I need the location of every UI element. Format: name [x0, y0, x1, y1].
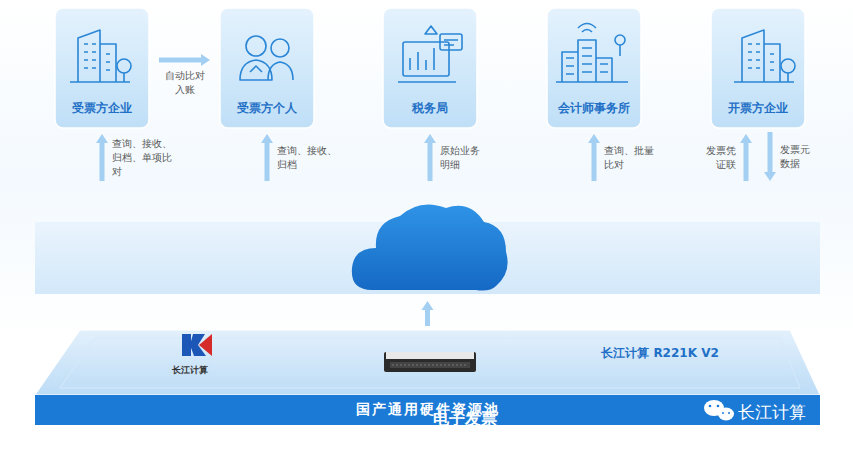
connector: [159, 58, 202, 63]
connector: [265, 142, 270, 181]
edge-label: 原始业务明细: [440, 144, 484, 172]
arrowhead: [96, 134, 108, 143]
entity-box: 开票方企业: [711, 8, 805, 128]
arrowhead: [424, 134, 436, 143]
arrowhead: [422, 301, 434, 310]
edge-label: 查询、批量比对: [604, 144, 658, 172]
connector: [100, 142, 105, 181]
edge-label: 自动比对 入账: [162, 69, 208, 97]
entity-box: 受票方企业: [55, 8, 149, 128]
wechat-icon: [704, 400, 734, 421]
connector: [744, 142, 749, 181]
logo-text: 长江计算: [160, 364, 220, 377]
node-text: 国产通用硬件资源池: [35, 401, 820, 419]
edge-label: 发票凭证联: [702, 144, 736, 172]
cloud-shape: [352, 204, 508, 290]
arrowhead: [588, 134, 600, 143]
arrowhead: [764, 172, 776, 181]
server: [384, 352, 476, 372]
hardware-platform: 长江计算 长江计算 R221K V2: [35, 330, 820, 395]
entity-box: 受票方个人: [220, 8, 314, 128]
connector: [428, 142, 433, 181]
node-text: 会计师事务所: [547, 100, 641, 116]
edge-label: 查询、接收、归档: [277, 144, 341, 172]
entity-box: 会计师事务所: [547, 8, 641, 128]
node-text: 税务局: [383, 100, 477, 116]
platform: [35, 330, 820, 395]
connector: [425, 309, 430, 326]
node-text: 受票方个人: [220, 100, 314, 116]
arrowhead: [261, 134, 273, 143]
watermark: 长江计算: [738, 401, 806, 424]
edge-label: 查询、接收、归档、单项比对: [112, 137, 176, 179]
edge-label: 发票元数据: [780, 143, 814, 171]
node-text: 长江计算 R221K V2: [590, 345, 730, 362]
box-backgrounds: [55, 8, 805, 128]
node-text: 开票方企业: [711, 100, 805, 116]
arrowhead: [740, 134, 752, 143]
node-text: 受票方企业: [55, 100, 149, 116]
arrowhead: [201, 54, 210, 66]
connector: [592, 142, 597, 181]
connector: [768, 132, 773, 173]
platform-inner: [60, 338, 800, 388]
resource-bar: 国产通用硬件资源池: [35, 395, 820, 425]
entity-box: 税务局: [383, 8, 477, 128]
cloud-platform: 电子发票 云平台: [35, 185, 820, 295]
bar: [35, 395, 820, 425]
logo: [182, 334, 212, 356]
